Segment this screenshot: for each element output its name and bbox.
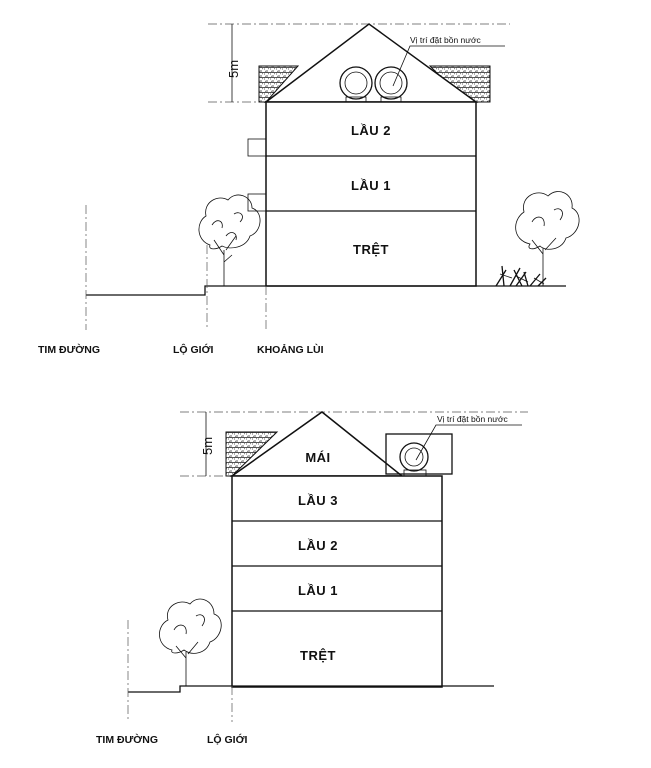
- floor-label: TRỆT: [353, 242, 389, 257]
- ground-label: LỘ GIỚI: [173, 343, 214, 356]
- floor-label: LẦU 3: [298, 493, 338, 508]
- floor-label: LẦU 2: [298, 538, 338, 553]
- tree-icon: [159, 598, 222, 686]
- water-tank-note: Vị trí đặt bồn nước: [437, 414, 509, 424]
- height-label: 5m: [226, 60, 241, 78]
- tree-icon: [515, 191, 580, 286]
- house-elevation-2: 5m MÁI Vị trí đặt bồn nước LẦU 3 LẦU 2 L…: [96, 411, 528, 746]
- ground-label: TIM ĐƯỜNG: [38, 343, 100, 356]
- floor-label: LẦU 1: [298, 583, 338, 598]
- shrub-icon: [495, 265, 547, 287]
- height-dimension: 5m: [180, 411, 528, 477]
- roof-label: MÁI: [305, 450, 330, 465]
- tree-icon: [198, 194, 261, 286]
- floor-label: LẦU 2: [351, 123, 391, 138]
- ground-line: [85, 205, 566, 330]
- ground-label: TIM ĐƯỜNG: [96, 733, 158, 746]
- height-dimension: 5m: [208, 23, 510, 103]
- ground-label: LỘ GIỚI: [207, 733, 248, 746]
- ground-label: KHOẢNG LÙI: [257, 343, 324, 356]
- water-tank-note: Vị trí đặt bồn nước: [410, 35, 482, 45]
- building-body: [231, 475, 443, 688]
- floor-label: LẦU 1: [351, 178, 391, 193]
- ground-line: [127, 620, 494, 722]
- water-tank-icon: [385, 433, 453, 477]
- building-body: [247, 101, 477, 287]
- height-label: 5m: [200, 437, 215, 455]
- floor-label: TRỆT: [300, 648, 336, 663]
- house-elevation-1: 5m Vị trí đặt bồn nước LẦU 2: [38, 23, 580, 356]
